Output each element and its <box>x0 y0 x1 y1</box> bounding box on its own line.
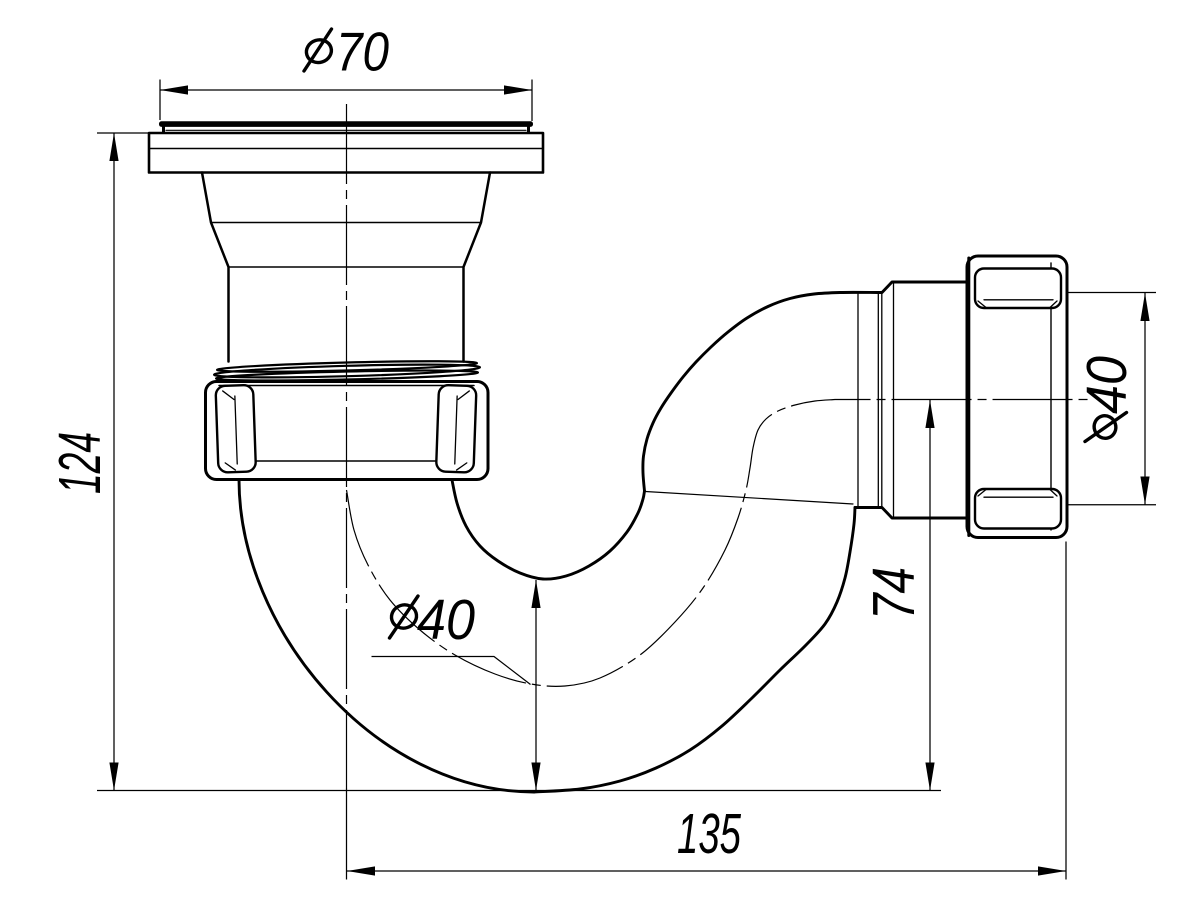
svg-text:40: 40 <box>1075 356 1139 414</box>
svg-text:135: 135 <box>677 802 741 866</box>
svg-text:74: 74 <box>861 567 927 620</box>
svg-text:124: 124 <box>47 432 113 494</box>
svg-text:40: 40 <box>417 588 475 652</box>
svg-text:70: 70 <box>336 21 389 83</box>
